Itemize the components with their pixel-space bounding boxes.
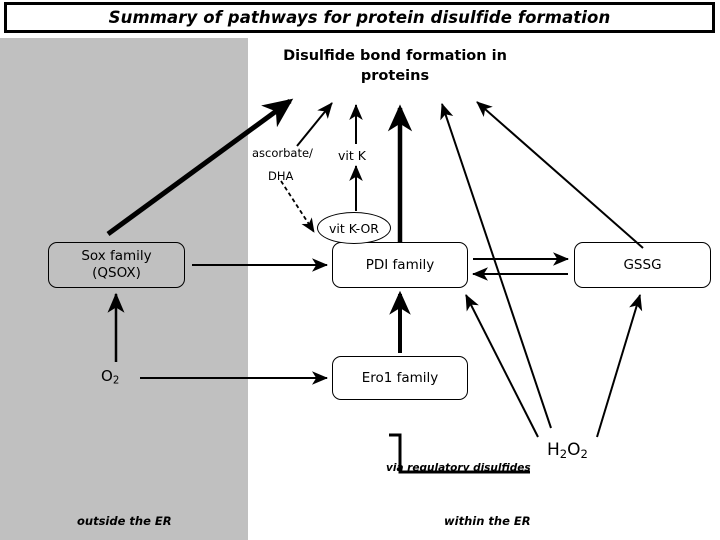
node-ero1-family-label: Ero1 family — [361, 369, 439, 386]
label-h2o2: H2O2 — [547, 440, 588, 461]
node-pdi-family[interactable]: PDI family — [332, 242, 468, 288]
label-o2: O2 — [101, 367, 119, 387]
page-title: Summary of pathways for protein disulfid… — [108, 8, 611, 27]
node-pdi-family-label: PDI family — [365, 256, 435, 273]
node-sox-family[interactable]: Sox family(QSOX) — [48, 242, 185, 288]
node-gssg-label: GSSG — [623, 256, 662, 273]
node-gssg[interactable]: GSSG — [574, 242, 711, 288]
diagram-heading: Disulfide bond formation in proteins — [283, 48, 507, 84]
label-within-the-er: within the ER — [444, 514, 531, 528]
node-ero1-family[interactable]: Ero1 family — [332, 356, 468, 400]
label-o2-element: O — [101, 367, 113, 385]
label-outside-the-er: outside the ER — [77, 514, 172, 528]
label-dha: DHA — [268, 169, 294, 183]
label-o2-subscript: 2 — [112, 375, 120, 387]
node-vit-k-or-label: vit K-OR — [328, 220, 379, 236]
node-sox-family-label: Sox family(QSOX) — [81, 248, 152, 281]
label-h2o2-sub1: 2 — [559, 446, 568, 461]
label-h2o2-sub2: 2 — [580, 446, 588, 461]
compartment-outside-er — [0, 38, 248, 540]
label-vit-k: vit K — [338, 148, 366, 163]
node-vit-k-or[interactable]: vit K-OR — [317, 212, 391, 244]
title-banner: Summary of pathways for protein disulfid… — [4, 2, 715, 33]
label-h2o2-o: O — [567, 440, 581, 460]
label-via-regulatory-disulfides: via regulatory disulfides — [386, 462, 531, 474]
label-ascorbate: ascorbate/ — [252, 146, 313, 160]
label-h2o2-h: H — [547, 440, 560, 460]
